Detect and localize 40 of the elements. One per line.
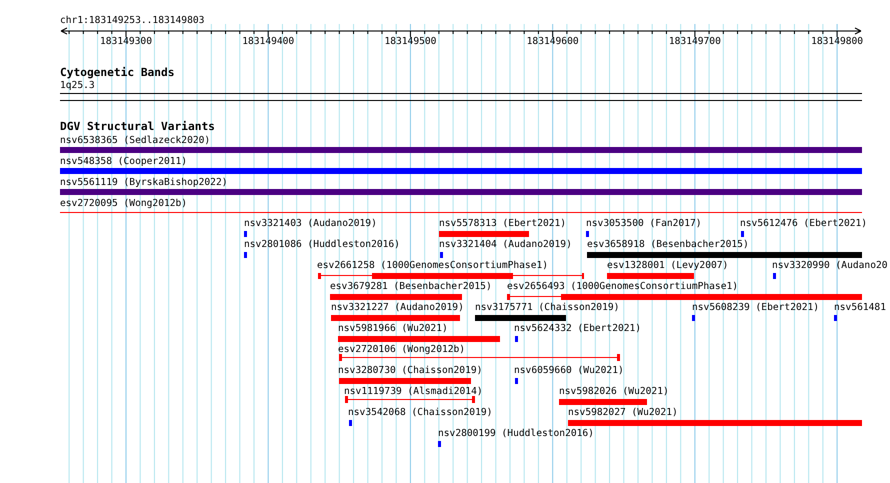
variant-label: nsv2800199 (Huddleston2016) [438, 428, 594, 439]
variant-label: nsv3321404 (Audano2019) [439, 239, 572, 250]
variant-label: nsv5981966 (Wu2021) [338, 323, 448, 334]
variant-label: nsv5608239 (Ebert2021) [692, 302, 820, 313]
track-heading: DGV Structural Variants [60, 121, 215, 133]
variant-label: nsv3321403 (Audano2019) [244, 218, 377, 229]
position-label: 183149300 [100, 36, 152, 47]
variant-label: nsv2801086 (Huddleston2016) [244, 239, 400, 250]
position-label: 183149500 [384, 36, 436, 47]
coordinate-label: chr1:183149253..183149803 [60, 15, 204, 26]
variant-label: nsv3320990 (Audano20 [772, 260, 888, 271]
variant-label: nsv5982027 (Wu2021) [568, 407, 678, 418]
variant-label: esv2720095 (Wong2012b) [60, 198, 188, 209]
position-label: 183149400 [242, 36, 294, 47]
position-label: 183149700 [668, 36, 721, 47]
variant-label: nsv1119739 (Alsmadi2014) [344, 386, 483, 397]
variant-label: nsv561481 [834, 302, 886, 313]
variant-label: nsv3321227 (Audano2019) [331, 302, 464, 313]
variant-label: esv3679281 (Besenbacher2015) [330, 281, 492, 292]
track-heading: Cytogenetic Bands [60, 67, 175, 79]
variant-label: nsv3280730 (Chaisson2019) [338, 365, 482, 376]
variant-label: esv2661258 (1000GenomesConsortiumPhase1) [317, 260, 548, 271]
variant-label: nsv3542068 (Chaisson2019) [348, 407, 492, 418]
variant-label: nsv3053500 (Fan2017) [586, 218, 702, 229]
band-label: 1q25.3 [60, 80, 95, 91]
variant-label: esv2656493 (1000GenomesConsortiumPhase1) [507, 281, 738, 292]
variant-label: nsv6538365 (Sedlazeck2020) [60, 135, 210, 146]
variant-label: nsv5612476 (Ebert2021) [740, 218, 868, 229]
variant-label: esv1328001 (Levy2007) [607, 260, 728, 271]
variant-label: nsv548358 (Cooper2011) [60, 156, 188, 167]
variant-label: nsv5982026 (Wu2021) [559, 386, 669, 397]
variant-label: esv2720106 (Wong2012b) [338, 344, 466, 355]
variant-label: nsv5624332 (Ebert2021) [514, 323, 642, 334]
position-label: 183149600 [526, 36, 579, 47]
variant-label: nsv3175771 (Chaisson2019) [475, 302, 620, 313]
position-label: 183149800 [811, 36, 864, 47]
variant-label: esv3658918 (Besenbacher2015) [587, 239, 749, 250]
variant-label: nsv6059660 (Wu2021) [514, 365, 624, 376]
variant-label: nsv5578313 (Ebert2021) [439, 218, 566, 229]
variant-label: nsv5561119 (ByrskaBishop2022) [60, 177, 228, 188]
